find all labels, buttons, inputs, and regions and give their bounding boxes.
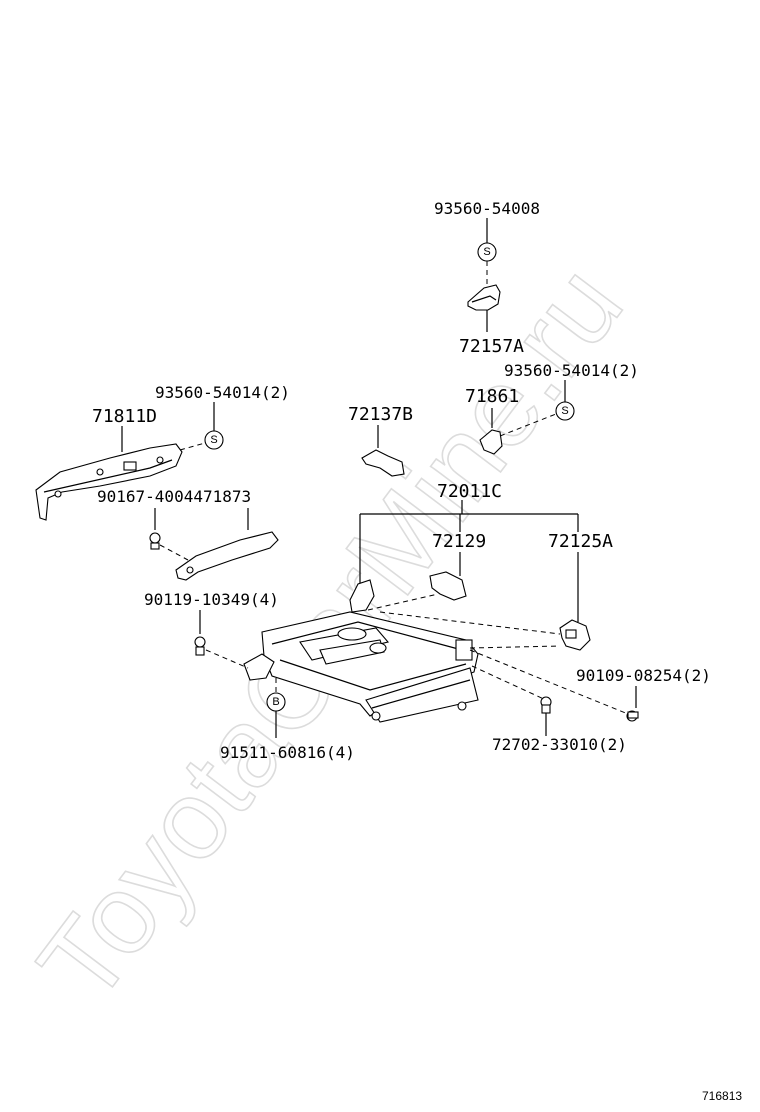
assembly-dash-71861 [499,413,557,437]
seat-adjuster-frame [243,579,479,723]
label-72702-33010: 72702-33010(2) [492,735,627,754]
label-72137B: 72137B [348,404,413,425]
label-91511-60816: 91511-60816(4) [220,743,355,762]
assembly-dash-90119 [205,649,249,669]
label-93560-54014-right: 93560-54014(2) [504,361,639,380]
label-90109-08254: 90109-08254(2) [576,666,711,685]
bracket-71873-part [175,531,279,581]
screw-90167-part [149,532,161,550]
label-71811D: 71811D [92,406,157,427]
label-72011C: 72011C [437,481,502,502]
label-72157A: 72157A [459,336,524,357]
assembly-dash-71811D [179,442,206,451]
bolt-90109-part [626,710,639,722]
assembly-dash-90109 [469,649,629,715]
cover-72157A-part [467,284,501,311]
label-90167-71873: 90167-4004471873 [97,487,251,506]
s-clip-letter-left: S [210,434,217,446]
cover-71811D-part [35,443,183,521]
label-93560-54014-left: 93560-54014(2) [155,383,290,402]
label-72125A: 72125A [548,531,613,552]
assembly-dash-72702 [471,665,547,701]
assembly-dash-72129 [367,593,439,611]
cover-72137B-part [361,449,405,477]
label-90119-10349: 90119-10349(4) [144,590,279,609]
clip-72125A-part [559,619,591,651]
screw-72702-part [540,696,552,714]
cover-71861-part [479,429,503,455]
assembly-dash-90167 [159,544,189,561]
assembly-dash-72125A-b [469,645,561,649]
label-72129: 72129 [432,531,486,552]
s-clip-letter-right: S [561,405,568,417]
label-71861: 71861 [465,386,519,407]
figure-number: 716813 [702,1089,742,1103]
s-clip-letter-top: S [483,246,490,258]
clip-72129-part [429,571,467,601]
bolt-90119-part [194,636,206,656]
b-bolt-letter: B [272,696,279,708]
label-93560-54008: 93560-54008 [434,199,540,218]
assembly-dash-72125A-a [379,611,561,635]
